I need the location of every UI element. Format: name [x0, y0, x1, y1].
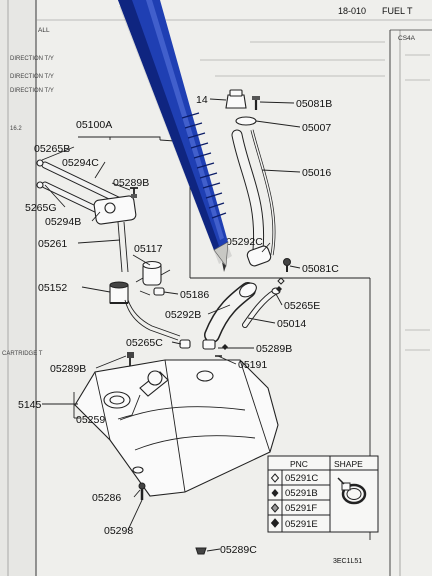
section-number: 18-010 [338, 6, 366, 16]
legend-marker-half-diamond [270, 503, 280, 513]
part-label-05265b: 05265B [34, 143, 70, 155]
drain-plug [132, 466, 146, 500]
screw-05289c [195, 547, 207, 555]
margin-label: DIRECTION T/Y [10, 74, 54, 80]
hose-clamp-shape-icon [337, 477, 367, 505]
filler-neck-assembly [225, 89, 291, 272]
fuel-tank [74, 359, 279, 497]
fuel-gauge-cap [109, 281, 129, 304]
legend-marker-open-diamond [270, 473, 280, 483]
margin-label: DIRECTION T/Y [10, 56, 54, 62]
part-label-05261: 05261 [38, 238, 67, 250]
faint-text-lines [200, 41, 430, 351]
leader-lines [41, 98, 301, 552]
part-label-5145: 5145 [18, 399, 42, 411]
legend-pnc-row: 05291C [285, 473, 318, 484]
part-label-05289b: 05289B [113, 177, 149, 189]
diagram-code: 3EC1L51 [333, 558, 362, 565]
legend-header-pnc: PNC [290, 459, 308, 469]
right-code: CS4A [398, 35, 416, 42]
legend-pnc-row: 05291B [285, 488, 318, 499]
part-label-05191: 05191 [238, 359, 267, 371]
part-label-05265e: 05265E [284, 300, 320, 312]
section-title: FUEL T [382, 6, 413, 16]
pen-object [118, 0, 232, 272]
diamond-marker [276, 286, 282, 292]
filler-hose [204, 282, 281, 343]
index-letters: ALL [38, 27, 50, 34]
margin-label: CARTRIDGE T [2, 351, 43, 357]
part-label-05186: 05186 [180, 289, 209, 301]
fuel-pump-assembly [36, 159, 137, 273]
part-label-05016: 05016 [302, 167, 331, 179]
legend-marker-filled-diamond [271, 489, 279, 497]
group-bracket [78, 136, 161, 140]
part-label-05298: 05298 [104, 525, 133, 537]
part-label-05259: 05259 [76, 414, 105, 426]
part-label-05014: 05014 [277, 318, 306, 330]
part-label-05081b: 05081B [296, 98, 332, 110]
fuel-line-2 [127, 299, 181, 337]
part-label-05081c: 05081C [302, 263, 339, 275]
fuel-line [124, 299, 179, 341]
hose-clip-05186 [139, 287, 165, 296]
part-label-05292c: 05292C [226, 236, 263, 248]
part-label-05152: 05152 [38, 282, 67, 294]
part-label-05294c: 05294C [62, 157, 99, 169]
part-label-05100a: 05100A [76, 119, 112, 131]
screw-05289b-middle [127, 352, 134, 366]
legend-marker-dark-diamond [270, 518, 280, 528]
pnc-legend-table: PNC SHAPE 05291C 05291B 05291F 05291E [267, 455, 379, 533]
part-label-05265c: 05265C [126, 337, 163, 349]
part-label-05289c: 05289C [220, 544, 257, 556]
part-label-05117: 05117 [134, 243, 163, 255]
part-label-5265g: 5265G [25, 202, 57, 214]
legend-pnc-row: 05291E [285, 519, 318, 530]
part-label-05286: 05286 [92, 492, 121, 504]
legend-header-shape: SHAPE [334, 459, 363, 469]
screw-05289b-upper [130, 187, 138, 198]
diamond-marker-open [277, 277, 285, 285]
legend-pnc-row: 05291F [285, 503, 317, 514]
margin-label: DIRECTION T/Y [10, 88, 54, 94]
margin-label: 16.2 [10, 126, 22, 132]
part-label-05289b-c: 05289B [256, 343, 292, 355]
part-label-05289b-b: 05289B [50, 363, 86, 375]
part-label-14: 14 [196, 94, 208, 106]
part-label-05292b: 05292B [165, 309, 201, 321]
part-label-05007: 05007 [302, 122, 331, 134]
diamond-marker [222, 344, 228, 350]
part-label-05294b: 05294B [45, 216, 81, 228]
